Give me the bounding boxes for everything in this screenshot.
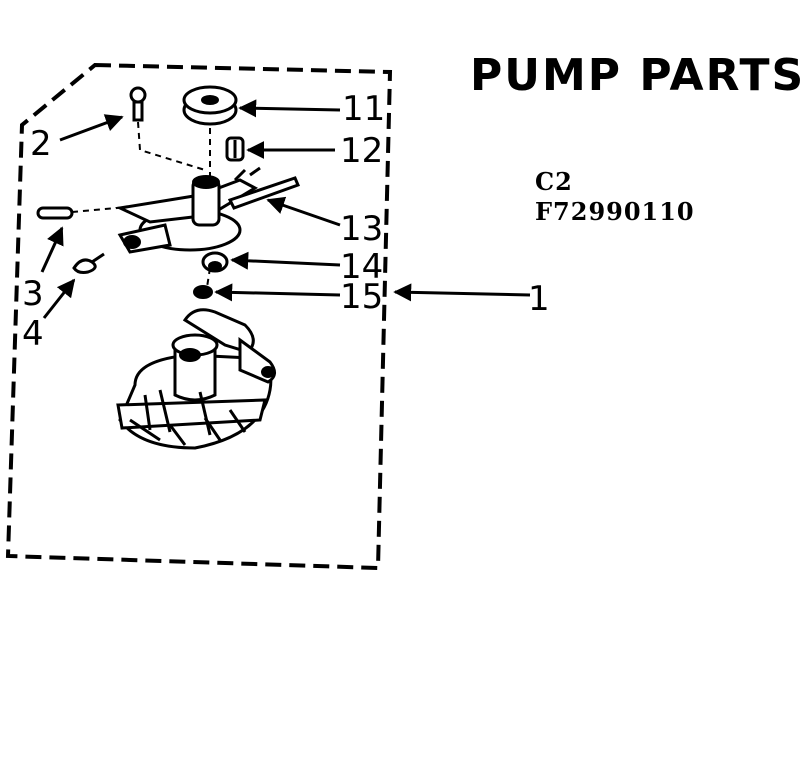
callout-12: 12 (340, 131, 383, 171)
leader-3 (40, 226, 64, 273)
part-11-seal (182, 85, 238, 126)
callout-15: 15 (340, 277, 383, 317)
diagram-title: PUMP PARTS (470, 50, 800, 101)
part-12-bushing (225, 136, 245, 162)
part-2-screw (129, 86, 147, 122)
part-15-washer (193, 285, 213, 299)
leader-11 (238, 99, 341, 118)
guide-line-screw (137, 121, 206, 171)
leader-13 (266, 196, 341, 227)
part-3-pin (36, 206, 74, 220)
guide-line-pin (71, 204, 151, 213)
leader-4 (42, 278, 76, 319)
callout-4: 4 (22, 314, 44, 354)
callout-3: 3 (22, 274, 44, 314)
leader-1 (393, 283, 531, 302)
callout-14: 14 (340, 247, 383, 287)
callout-2: 2 (30, 124, 52, 164)
callout-1: 1 (528, 279, 550, 319)
part-4-clip (72, 252, 105, 274)
lower-pump-housing (116, 308, 276, 450)
section-code: C2 (535, 167, 573, 196)
leader-15 (214, 283, 341, 302)
upper-pump-assembly (114, 166, 301, 273)
leader-14 (230, 251, 341, 270)
leader-2 (59, 114, 124, 142)
callout-13: 13 (340, 209, 383, 249)
model-number: F72990110 (535, 197, 695, 226)
callout-11: 11 (342, 89, 385, 129)
assembly-boundary (5, 62, 393, 571)
